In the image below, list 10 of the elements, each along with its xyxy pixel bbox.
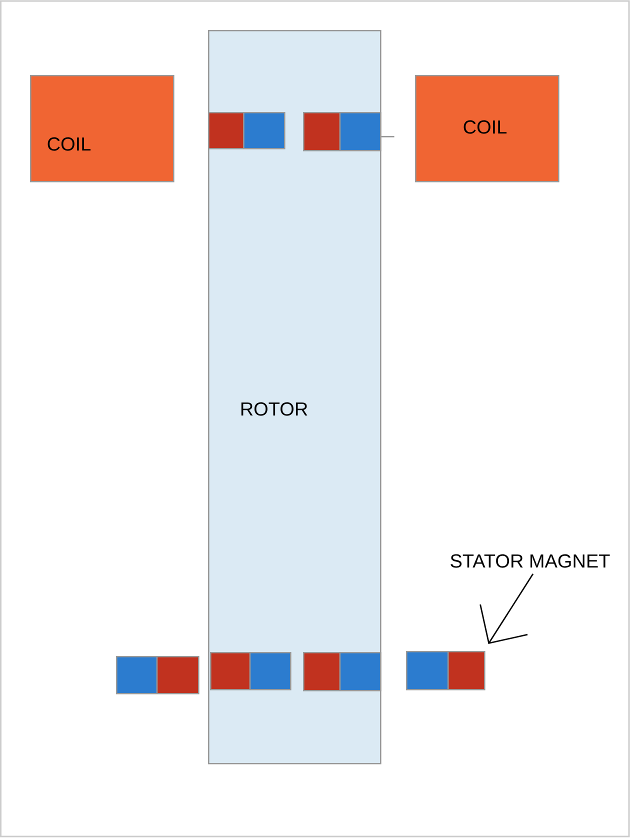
- magnet: [210, 652, 292, 690]
- coil-box: COIL: [415, 75, 560, 182]
- rotor-box: ROTOR: [208, 30, 382, 764]
- magnet: [406, 651, 486, 690]
- magnet: [303, 112, 382, 152]
- coil-box: COIL: [30, 75, 174, 182]
- magnet: [116, 656, 200, 694]
- callout-label: STATOR MAGNET: [450, 554, 610, 568]
- magnet: [303, 652, 382, 692]
- magnet: [208, 112, 286, 150]
